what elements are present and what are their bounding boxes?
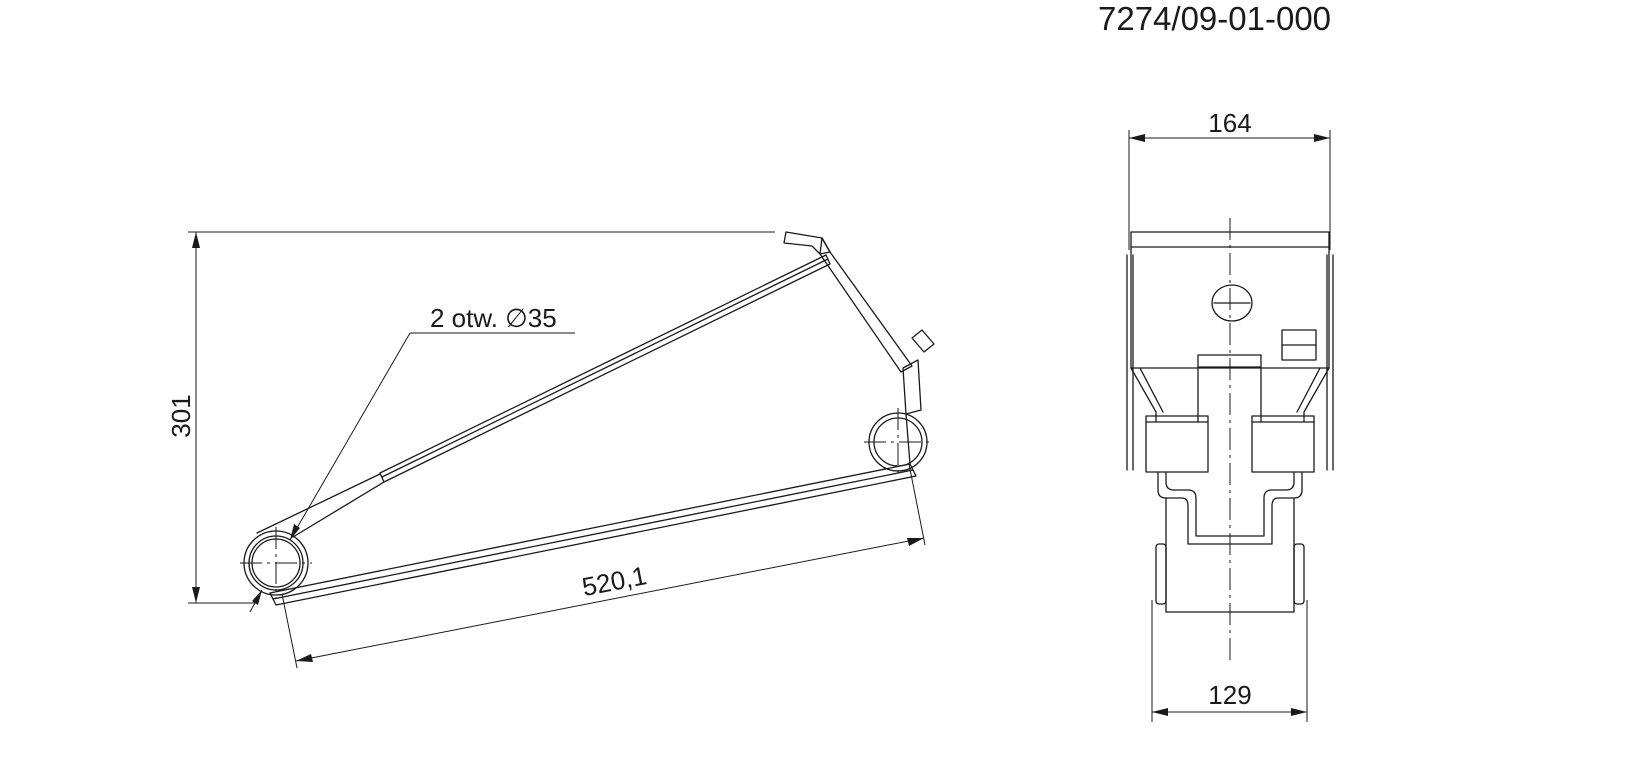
front-lugs [1145, 415, 1315, 473]
front-taper [1130, 367, 1330, 423]
front-lug [240, 527, 312, 599]
drawing-number: 7274/09-01-000 [1098, 0, 1331, 37]
center-tube [1197, 354, 1262, 423]
length-dimension: 520,1 [281, 463, 926, 669]
top-hook [783, 231, 831, 255]
length-dimension-label: 520,1 [579, 560, 649, 602]
top-width-label: 164 [1208, 108, 1251, 138]
side-view: 301 520,1 2 otw. ∅35 [166, 231, 935, 669]
top-width-dimension: 164 [1128, 108, 1331, 250]
height-dimension-label: 301 [166, 394, 196, 437]
right-arm [819, 237, 935, 465]
bottom-width-label: 129 [1208, 680, 1251, 710]
bottom-width-dimension: 129 [1151, 600, 1308, 722]
height-dimension: 301 [166, 231, 775, 604]
rear-lug [864, 408, 932, 476]
hole-note-label: 2 otw. ∅35 [430, 303, 557, 333]
front-view: 164 129 [1126, 108, 1334, 722]
diagonal-strut [256, 254, 831, 538]
hole-note: 2 otw. ∅35 [249, 303, 575, 613]
lower-rail [269, 463, 917, 606]
